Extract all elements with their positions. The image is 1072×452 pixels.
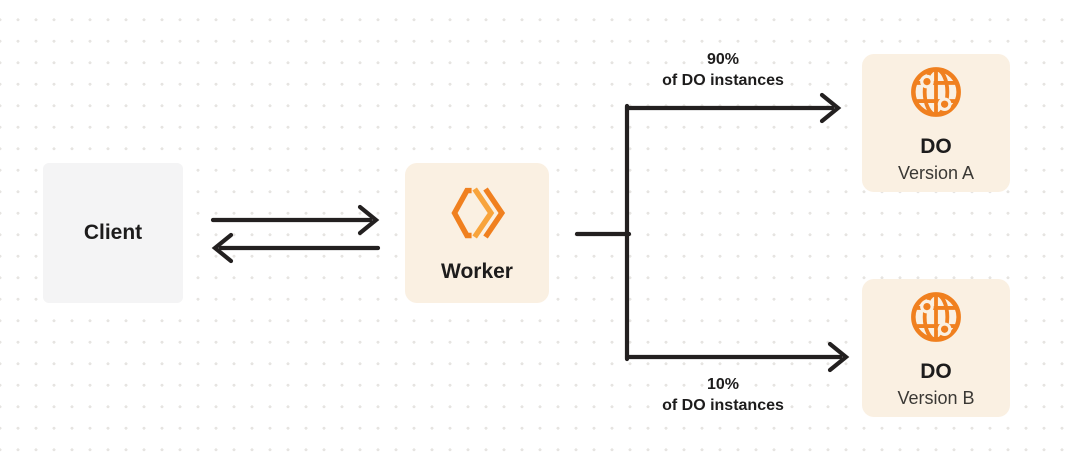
cloudflare-workers-icon: [451, 187, 506, 239]
do-a-subtitle: Version A: [897, 162, 975, 183]
branch-top-percent: 90%: [706, 51, 740, 68]
do-a-title: DO: [920, 134, 952, 158]
do-version-a-node: DO Version A: [862, 54, 1010, 192]
branch-bottom-percent: 10%: [706, 376, 740, 393]
branch-bottom-label: 10% of DO instances: [608, 374, 838, 416]
arrow-client-to-worker: [210, 204, 380, 236]
branch-trunk: [574, 103, 632, 362]
branch-bottom-caption: of DO instances: [662, 397, 784, 414]
arrow-worker-to-client: [211, 232, 381, 264]
durable-object-globe-icon: [911, 66, 961, 117]
durable-object-globe-icon: [911, 291, 961, 342]
worker-label: Worker: [441, 260, 513, 283]
arrow-branch-bottom: [624, 341, 850, 373]
do-version-b-node: DO Version B: [862, 279, 1010, 417]
worker-node: Worker: [405, 163, 549, 303]
arrow-branch-top: [624, 92, 842, 124]
do-b-subtitle: Version B: [897, 387, 975, 408]
client-node: Client: [43, 163, 183, 303]
do-b-title: DO: [920, 359, 952, 383]
branch-top-caption: of DO instances: [662, 72, 784, 89]
branch-top-label: 90% of DO instances: [608, 49, 838, 91]
client-label: Client: [83, 221, 143, 244]
